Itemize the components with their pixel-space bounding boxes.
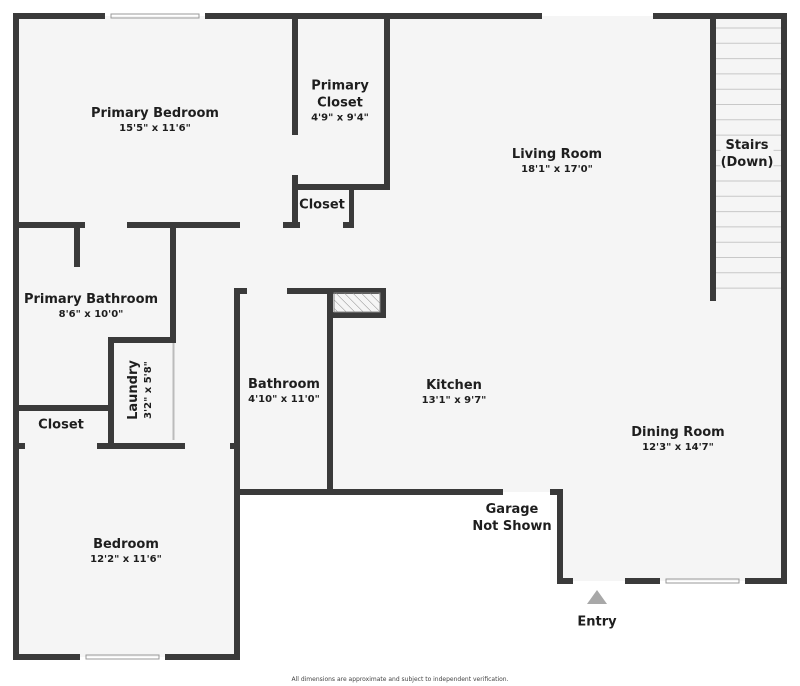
entry-text: Entry [577, 614, 617, 630]
room-name: Primary Bathroom [23, 292, 159, 307]
entry-label: Entry [577, 614, 616, 631]
room-name: Primary [311, 78, 369, 94]
room-dims: 3'2" x 5'8" [143, 361, 154, 419]
stairs: Stairs (Down) [720, 137, 774, 171]
room-closet-upper: Closet [299, 197, 345, 214]
room-name: Dining Room [631, 425, 725, 440]
room-dims: 12'2" x 11'6" [90, 554, 162, 565]
room-primary-bathroom: Primary Bathroom 8'6" x 10'0" [24, 291, 158, 321]
room-dining-room: Dining Room 12'3" x 14'7" [631, 424, 724, 454]
room-primary-bedroom: Primary Bedroom 15'5" x 11'6" [91, 105, 219, 135]
room-dims: 15'5" x 11'6" [119, 123, 191, 134]
room-dims: 13'1" x 9'7" [421, 395, 487, 406]
room-dims: 4'9" x 9'4" [311, 112, 369, 124]
room-name: Bedroom [93, 537, 159, 552]
room-name: Living Room [511, 147, 603, 162]
room-name: Primary Bedroom [91, 106, 219, 121]
windows [85, 13, 740, 660]
floor-area [16, 16, 784, 657]
room-dims: 18'1" x 17'0" [521, 164, 593, 175]
room-dims: 8'6" x 10'0" [58, 309, 124, 320]
room-kitchen: Kitchen 13'1" x 9'7" [422, 377, 487, 407]
room-dims: 12'3" x 14'7" [642, 442, 714, 453]
walls [13, 13, 787, 660]
room-name: (Down) [720, 155, 774, 170]
room-bathroom: Bathroom 4'10" x 11'0" [248, 376, 320, 406]
disclaimer: All dimensions are approximate and subje… [291, 676, 509, 683]
room-name: Bathroom [248, 377, 320, 392]
entry-arrow-icon [587, 590, 607, 604]
room-name: Laundry [126, 360, 141, 420]
garage-line: Garage [485, 502, 539, 517]
room-name: Closet [299, 197, 345, 213]
garage-line: Not Shown [472, 519, 552, 534]
room-name: Kitchen [426, 378, 482, 393]
hatched-cabinet [333, 292, 381, 313]
room-name: Stairs [725, 138, 769, 153]
room-name: Closet [317, 95, 363, 111]
room-living-room: Living Room 18'1" x 17'0" [512, 146, 602, 176]
room-closet-lower: Closet [38, 417, 84, 434]
room-dims: 4'10" x 11'0" [248, 394, 320, 405]
room-name: Closet [38, 417, 84, 433]
room-bedroom: Bedroom 12'2" x 11'6" [90, 536, 162, 566]
